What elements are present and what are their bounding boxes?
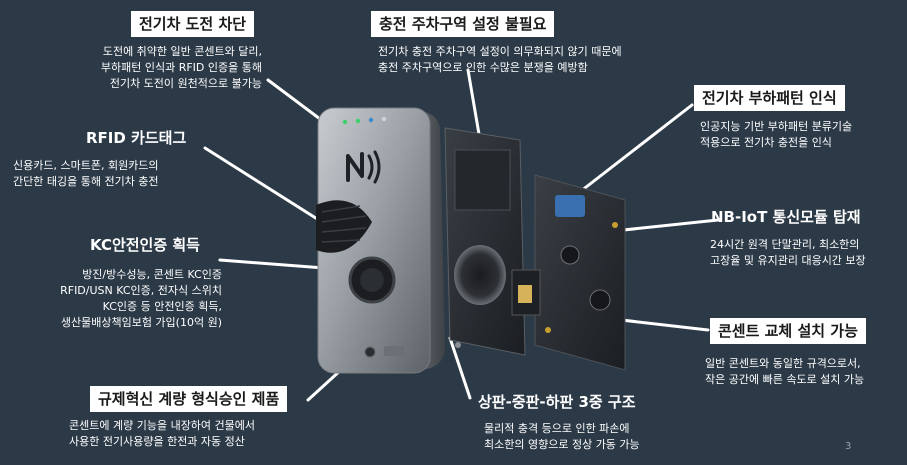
leader-parking xyxy=(466,68,482,142)
leader-load xyxy=(570,103,694,200)
kc-cert-title: KC안전인증 획득 xyxy=(90,236,200,254)
regulation-line-2: 사용한 전기사용량을 한전과 자동 정산 xyxy=(69,435,245,448)
theft-block-title: 전기차 도전 차단 xyxy=(131,11,255,37)
page-number: 3 xyxy=(845,441,852,452)
nbiot-line-2: 고장율 및 유지관리 대응시간 보장 xyxy=(710,254,866,267)
load-pattern-title: 전기차 부하패턴 인식 xyxy=(694,85,845,111)
replace-desc: 일반 콘센트와 동일한 규격으로서, 작은 공간에 빠른 속도로 설치 가능 xyxy=(705,356,864,388)
kc-cert-line-3: KC인증 등 안전인증 획득, xyxy=(102,300,222,313)
leader-rfid xyxy=(203,146,324,224)
structure-desc: 물리적 충격 등으로 인한 파손에 최소한의 영향으로 정상 가동 가능 xyxy=(484,421,640,453)
parking-zone-desc: 전기차 충전 주차구역 설정이 의무화되지 않기 때문에 충전 주차구역으로 인… xyxy=(378,44,622,76)
rfid-line-2: 간단한 태깅을 통해 전기차 충전 xyxy=(13,175,159,188)
leader-lines xyxy=(203,68,720,402)
kc-cert-line-1: 방진/방수성능, 콘센트 KC인증 xyxy=(82,268,222,281)
theft-block-line-1: 도전에 취약한 일반 콘센트와 달리, xyxy=(102,45,262,58)
replace-line-2: 작은 공간에 빠른 속도로 설치 가능 xyxy=(705,373,865,386)
regulation-title: 규제혁신 계량 형식승인 제품 xyxy=(90,386,288,412)
middle-plate xyxy=(444,127,541,356)
load-pattern-desc: 인공지능 기반 부하패턴 분류기술 적용으로 전기차 충전을 인식 xyxy=(700,119,852,151)
structure-line-1: 물리적 충격 등으로 인한 파손에 xyxy=(484,422,630,435)
replace-line-1: 일반 콘센트와 동일한 규격으로서, xyxy=(705,357,861,370)
nbiot-title: NB-IoT 통신모듈 탑재 xyxy=(711,208,861,226)
nfc-icon xyxy=(346,150,381,184)
replace-title: 콘센트 교체 설치 가능 xyxy=(710,318,866,344)
load-pattern-line-1: 인공지능 기반 부하패턴 분류기술 xyxy=(700,120,853,133)
regulation-line-1: 콘센트에 계량 기능을 내장하여 건물에서 xyxy=(69,419,256,432)
theft-block-line-3: 전기차 도전이 원천적으로 불가능 xyxy=(109,77,262,90)
parking-zone-title: 충전 주차구역 설정 불필요 xyxy=(371,11,555,37)
kc-cert-desc: 방진/방수성능, 콘센트 KC인증 RFID/USN KC인증, 전자식 스위치… xyxy=(10,267,222,331)
nbiot-line-1: 24시간 원격 단말관리, 최소한의 xyxy=(710,238,860,251)
bottom-plate xyxy=(534,174,626,371)
parking-zone-line-1: 전기차 충전 주차구역 설정이 의무화되지 않기 때문에 xyxy=(378,45,622,58)
theft-block-line-2: 부하패턴 인식과 RFID 인증을 통해 xyxy=(100,61,262,74)
kc-cert-line-2: RFID/USN KC인증, 전자식 스위치 xyxy=(60,284,222,297)
structure-line-2: 최소한의 영향으로 정상 가동 가능 xyxy=(484,438,640,451)
rfid-title: RFID 카드태그 xyxy=(86,129,187,147)
theft-block-desc: 도전에 취약한 일반 콘센트와 달리, 부하패턴 인식과 RFID 인증을 통해… xyxy=(40,44,262,92)
kc-cert-line-4: 생산물배상책임보험 가입(10억 원) xyxy=(60,316,222,329)
leader-structure xyxy=(448,336,472,400)
load-pattern-line-2: 적용으로 전기차 충전을 인식 xyxy=(700,136,832,149)
rfid-line-1: 신용카드, 스마트폰, 회원카드의 xyxy=(13,159,159,172)
regulation-desc: 콘센트에 계량 기능을 내장하여 건물에서 사용한 전기사용량을 한전과 자동 … xyxy=(69,418,255,450)
parking-zone-line-2: 충전 주차구역으로 인한 수많은 분쟁을 예방함 xyxy=(378,61,588,74)
structure-title: 상판-중판-하판 3중 구조 xyxy=(478,393,636,411)
nbiot-desc: 24시간 원격 단말관리, 최소한의 고장율 및 유지관리 대응시간 보장 xyxy=(710,237,866,269)
rfid-desc: 신용카드, 스마트폰, 회원카드의 간단한 태깅을 통해 전기차 충전 xyxy=(13,158,159,190)
